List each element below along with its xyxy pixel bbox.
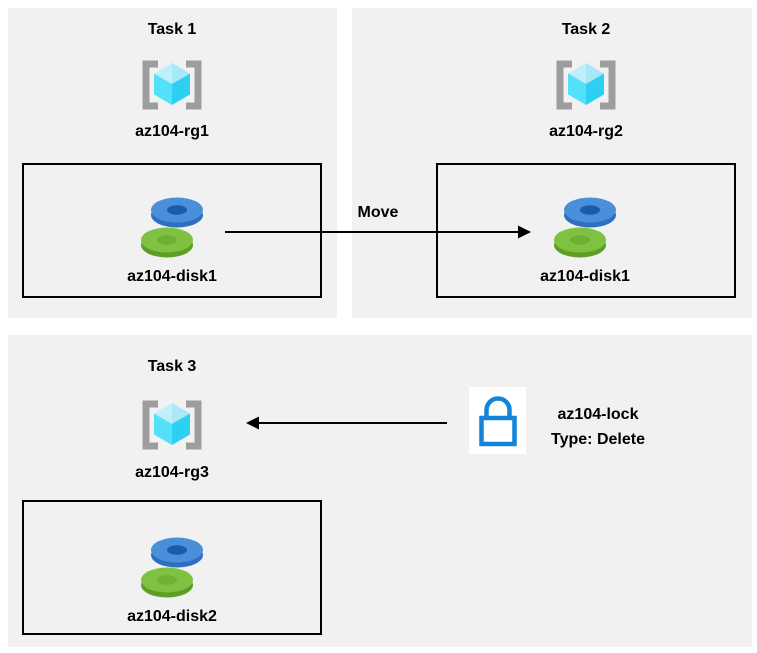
task3-disk-box (22, 500, 322, 635)
resource-group-icon (142, 400, 202, 450)
task3-disk-label: az104-disk2 (127, 608, 217, 625)
disk-icon (554, 197, 616, 258)
disk-icon (141, 537, 203, 598)
task2-resource-group-label: az104-rg2 (549, 123, 623, 140)
task3-resource-group-label: az104-rg3 (135, 464, 209, 481)
lock-name: az104-lock (557, 406, 639, 423)
panel-task2: Task 2 az104-rg2 az104-disk1 (352, 8, 752, 318)
task1-disk-label: az104-disk1 (127, 268, 217, 285)
task2-title: Task 2 (561, 21, 611, 38)
task1-resource-group-label: az104-rg1 (135, 123, 209, 140)
task1-title: Task 1 (147, 21, 197, 38)
resource-group-icon (556, 60, 616, 110)
disk-icon (141, 197, 203, 258)
resource-group-icon (142, 60, 202, 110)
lock-annotation: az104-lock Type: Delete (518, 402, 678, 452)
task2-disk-label: az104-disk1 (540, 268, 630, 285)
task1-disk-box (22, 163, 322, 298)
task3-title: Task 3 (147, 358, 197, 375)
lock-tile (469, 387, 526, 454)
move-arrow-label: Move (357, 204, 399, 221)
panel-task3: Task 3 az104-rg3 az104-disk2 (8, 335, 752, 647)
lock-icon (479, 396, 517, 447)
task2-disk-box (436, 163, 736, 298)
panel-task1: Task 1 az104-rg1 az104-disk1 (8, 8, 337, 318)
lock-type: Type: Delete (551, 431, 645, 448)
